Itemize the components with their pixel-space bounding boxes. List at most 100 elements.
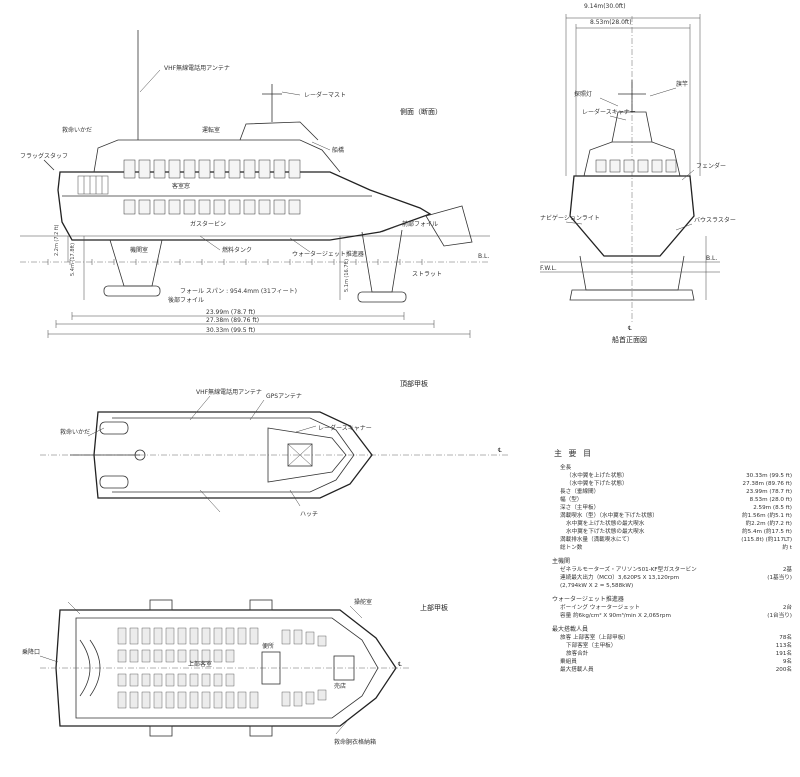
engine-row-2: (2,794kW X 2 = 5,588kW) bbox=[560, 583, 634, 589]
pax-row-1: 下部客室（主甲板）113名 bbox=[566, 643, 792, 649]
deck-outline bbox=[55, 609, 397, 727]
engine-row-1: 連続最大出力（MCO）3,620PS X 13,120rpm(1基当り) bbox=[560, 575, 792, 581]
spec-row-7: 水中翼を上げた状態の最大喫水約2.2m (約7.2 ft) bbox=[566, 521, 792, 527]
front-cl-mark: ℄ bbox=[628, 325, 632, 332]
upper-deck-plan bbox=[39, 599, 410, 737]
side-label-10: 燃料タンク bbox=[222, 246, 252, 254]
deck-label-0: 上部客室 bbox=[188, 660, 212, 668]
side-label-8: 後部フォイル bbox=[168, 296, 204, 304]
engine-heading: 主機関 bbox=[552, 558, 571, 565]
front-label-3: フェンダー bbox=[696, 162, 726, 170]
toilet bbox=[261, 651, 281, 685]
side-label-7: 前部フォイル bbox=[402, 220, 438, 228]
pax-row-0: 旅客 上部客室（上部甲板）78名 bbox=[560, 635, 792, 641]
label-leaders bbox=[139, 69, 401, 253]
side-label-3: 運転室 bbox=[202, 126, 220, 134]
roof-label-0: VHF無線電話用アンテナ bbox=[196, 388, 262, 396]
foil-span-text: フォール スパン : 954.4mm (31フィート) bbox=[180, 288, 297, 295]
seat-block-lower bbox=[117, 673, 259, 709]
side-label-13: ガスタービン bbox=[190, 220, 226, 228]
lower-windows bbox=[123, 199, 301, 215]
upper-windows bbox=[123, 159, 301, 179]
roof-liferaft-1 bbox=[99, 421, 129, 435]
front-label-2: 旗竿 bbox=[676, 80, 688, 88]
length-text-2: 27.38m (89.76 ft) bbox=[206, 317, 259, 324]
spec-row-1: （水中翼を上げた状態）30.33m (99.5 ft) bbox=[566, 473, 792, 479]
front-width-outer: 9.14m(30.0ft) bbox=[584, 3, 626, 10]
draft-text-1: 5.4m (17.8ft) bbox=[70, 243, 76, 276]
stern-grille bbox=[77, 175, 109, 195]
length-text-1: 23.99m (78.7 ft) bbox=[206, 309, 255, 316]
front-windows bbox=[595, 159, 677, 173]
jet-row-1: 容量 約6kg/cm² X 90m³/min X 2,065rpm(1台当り) bbox=[560, 613, 792, 619]
side-label-1: レーダーマスト bbox=[304, 91, 346, 99]
roof-wheelhouse bbox=[267, 427, 347, 483]
spec-row-9: 満載排水量（満載喫水にて）(115.8t) (約117LT) bbox=[560, 537, 792, 543]
flagstaff bbox=[43, 159, 55, 171]
side-view-title: 側面（断面） bbox=[400, 107, 442, 116]
front-label-4: バウスラスター bbox=[694, 216, 736, 224]
length-dimensions bbox=[47, 312, 471, 338]
draft-text-2: 2.2m (7.2 ft) bbox=[54, 224, 60, 256]
aft-foil bbox=[103, 285, 161, 297]
kiosk bbox=[333, 655, 355, 681]
roof-label-1: GPSアンテナ bbox=[266, 393, 302, 400]
deck-label-2: 売店 bbox=[334, 682, 346, 690]
roof-plan bbox=[40, 395, 510, 513]
jet-heading: ウォータージェット推進器 bbox=[552, 596, 624, 603]
front-label-0: 探照灯 bbox=[574, 90, 592, 98]
spec-row-3: 長さ（垂線間）23.99m (78.7 ft) bbox=[560, 489, 792, 495]
roof-label-2: レーダースキャナー bbox=[318, 424, 372, 432]
stairway bbox=[79, 639, 91, 697]
front-fwl: F.W.L. bbox=[540, 265, 557, 272]
deck-cl-mark: ℄ bbox=[398, 661, 402, 668]
side-label-6: フラッグスタッフ bbox=[20, 152, 68, 160]
roof-label-4: ハッチ bbox=[300, 511, 318, 518]
roof-view-title: 頂部甲板 bbox=[400, 379, 428, 388]
forward-foil bbox=[357, 291, 407, 303]
side-label-9: ウォータージェット推進器 bbox=[292, 250, 364, 258]
spec-row-10: 総トン数約 t bbox=[560, 545, 792, 551]
front-label-1: レーダースキャナー bbox=[582, 108, 636, 116]
front-foil bbox=[569, 289, 695, 301]
roof-outline bbox=[93, 411, 373, 499]
spec-row-2: （水中翼を下げた状態）27.38m (89.76 ft) bbox=[566, 481, 792, 487]
roof-label-3: 救命いかだ bbox=[60, 428, 90, 436]
deck-label-1: 便所 bbox=[262, 642, 274, 650]
specs-title: 主 要 目 bbox=[554, 449, 594, 458]
side-label-12: ストラット bbox=[412, 271, 442, 278]
roof-hatch bbox=[287, 443, 313, 467]
side-label-5: 救命いかだ bbox=[62, 126, 92, 134]
spec-row-4: 幅（型）8.53m (28.0 ft) bbox=[560, 497, 792, 503]
spec-row-5: 深さ（主甲板）2.59m (8.5 ft) bbox=[560, 505, 792, 511]
wheelhouse bbox=[239, 121, 319, 141]
seat-block-upper bbox=[117, 627, 259, 663]
spec-row-0: 全長 bbox=[560, 465, 572, 471]
deck-label-3: 乗降口 bbox=[22, 648, 40, 656]
deck-view-title: 上部甲板 bbox=[420, 603, 448, 612]
superstructure bbox=[93, 139, 341, 173]
front-label-5: ナビゲーションライト bbox=[540, 214, 600, 222]
front-bl: B.L. bbox=[706, 255, 717, 262]
spec-row-6: 満載喫水（型）（水中翼を下げた状態）約1.56m (約5.1 ft) bbox=[560, 513, 792, 519]
side-label-11: 機関室 bbox=[130, 246, 148, 254]
front-width-inner: 8.53m(28.0ft) bbox=[590, 19, 632, 26]
bow-foil-retracted bbox=[425, 205, 473, 247]
side-label-4: 客室窓 bbox=[172, 182, 190, 190]
specifications-table: 主 要 目 全長 （水中翼を上げた状態）30.33m (99.5 ft) （水中… bbox=[552, 450, 792, 674]
deck-label-4: 操舵室 bbox=[354, 598, 372, 606]
front-hull bbox=[569, 175, 695, 257]
roof-cl-mark: ℄ bbox=[498, 447, 502, 454]
length-text-3: 30.33m (99.5 ft) bbox=[206, 327, 255, 334]
seat-block-forward bbox=[281, 629, 327, 707]
side-label-0: VHF無線電話用アンテナ bbox=[164, 64, 230, 72]
roof-liferaft-2 bbox=[99, 475, 129, 489]
front-superstructure bbox=[583, 141, 681, 177]
frame-ticks bbox=[47, 259, 423, 265]
